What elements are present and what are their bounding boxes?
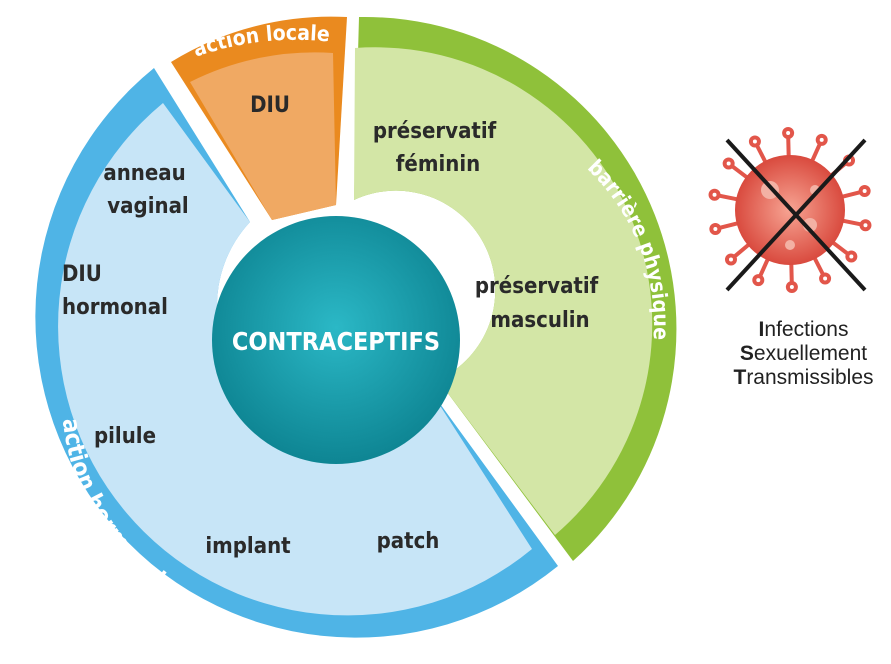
method-implant: implant [205, 534, 291, 559]
center-circle [212, 216, 460, 464]
method-diu: DIU [250, 93, 290, 118]
segment-hormonal [58, 103, 533, 616]
virus-spike-tip [724, 253, 737, 266]
method-pilule: pilule [94, 424, 156, 449]
virus-spike-tip [748, 135, 761, 148]
sti-legend: Infections Sexuellement Transmissibles [716, 318, 891, 390]
sti-line-transmissibles: Transmissibles [733, 366, 874, 389]
virus-spike-tip [858, 185, 871, 198]
virus-spike-tip [722, 157, 735, 170]
method-patch: patch [377, 529, 440, 554]
method-preservatif-masculin: préservatif masculin [475, 274, 605, 333]
virus-spike-tip [709, 222, 722, 235]
virus-spike-tip [859, 219, 872, 232]
sti-line-infections: Infections [758, 318, 849, 341]
virus-spike-tip [819, 272, 832, 285]
virus-spike-tip [708, 188, 721, 201]
center-label: CONTRACEPTIFS [232, 327, 440, 356]
virus-spike-tip [782, 127, 795, 140]
virus-spike-tip [845, 250, 858, 263]
segment-local [190, 52, 336, 220]
virus-spike-tip [752, 274, 765, 287]
virus-spike-tip [815, 133, 828, 146]
method-preservatif-feminin: préservatif féminin [373, 119, 503, 177]
segment-barrier [354, 47, 653, 535]
method-diu-hormonal: DIU hormonal [62, 262, 168, 320]
crossed-out-virus-icon [708, 127, 872, 293]
method-anneau-vaginal: anneau vaginal [103, 161, 192, 219]
virus-spike-tip [785, 280, 798, 293]
sti-line-sexuellement: Sexuellement [739, 342, 868, 365]
